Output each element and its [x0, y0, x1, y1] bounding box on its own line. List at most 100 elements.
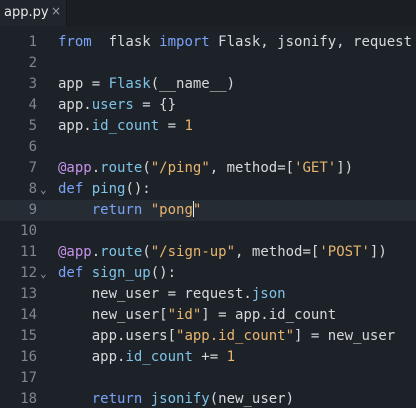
code-line-1[interactable]: 1 from flask import Flask, jsonify, reque… — [0, 32, 416, 53]
code-line-5[interactable]: 5 app.id_count = 1 — [0, 116, 416, 137]
code-line-8[interactable]: 8⌄def ping(): — [0, 179, 416, 200]
code-token: route — [100, 244, 143, 260]
code-token: id_count — [91, 118, 160, 134]
code-text: new_user = request.json — [58, 284, 286, 305]
code-text: app = Flask(__name__) — [58, 74, 235, 95]
code-editor[interactable]: 1 from flask import Flask, jsonify, reque… — [0, 26, 416, 408]
code-line-17[interactable]: 17 — [0, 368, 416, 389]
code-token: , method=[ — [209, 160, 295, 176]
code-token: "/ping" — [150, 160, 210, 176]
code-token: users — [91, 97, 134, 113]
code-token: (new_user) — [209, 391, 295, 407]
code-token: app. — [58, 97, 92, 113]
code-token: 1 — [226, 349, 236, 365]
code-token: app.users[ — [58, 328, 177, 344]
code-token: " — [192, 202, 202, 218]
line-number: 15 — [20, 328, 37, 344]
code-token: = {} — [133, 97, 177, 113]
code-line-2[interactable]: 2 — [0, 53, 416, 74]
code-token: (): — [150, 265, 177, 281]
code-token: jsonify — [150, 391, 210, 407]
code-line-15[interactable]: 15 app.users["app.id_count"] = new_user — [0, 326, 416, 347]
code-token — [58, 202, 92, 218]
code-token: def — [58, 265, 84, 281]
code-line-12[interactable]: 12⌄ def sign_up(): — [0, 263, 416, 284]
code-text: new_user["id"] = app.id_count — [58, 305, 336, 326]
line-number: 17 — [20, 370, 37, 386]
code-token — [83, 181, 91, 197]
code-text: return "pong" — [58, 200, 201, 221]
code-line-13[interactable]: 13 new_user = request.json — [0, 284, 416, 305]
fold-chevron-icon[interactable]: ⌄ — [40, 267, 47, 280]
code-text: def sign_up(): — [58, 263, 176, 284]
code-token: from — [58, 34, 92, 50]
code-text: app.id_count += 1 — [58, 347, 235, 368]
line-number: 11 — [20, 244, 37, 260]
tab-app-py[interactable]: app.py × — [0, 0, 67, 26]
code-token: Flask — [108, 76, 151, 92]
close-icon[interactable]: × — [51, 4, 62, 18]
code-line-4[interactable]: 4 app.users = {} — [0, 95, 416, 116]
code-token: id_count — [125, 349, 193, 365]
code-token: "id" — [167, 307, 202, 323]
tab-bar: app.py × — [0, 0, 416, 26]
line-number: 13 — [20, 286, 37, 302]
code-token: = — [159, 118, 185, 134]
line-number: 1 — [28, 34, 37, 50]
code-token: ] = new_user — [294, 328, 396, 344]
code-token: app = — [58, 76, 109, 92]
code-text: app.users = {} — [58, 95, 176, 116]
code-text: app.id_count = 1 — [58, 116, 193, 137]
line-number: 14 — [20, 307, 37, 323]
code-text: from flask import Flask, jsonify, reques… — [58, 32, 412, 53]
code-token: Flask, jsonify, request — [209, 34, 413, 50]
code-token: @app — [58, 244, 92, 260]
code-line-7[interactable]: 7@app.route("/ping", method=['GET']) — [0, 158, 416, 179]
code-line-6[interactable]: 6 — [0, 137, 416, 158]
code-token — [83, 265, 91, 281]
code-token: json — [251, 286, 286, 302]
code-line-10[interactable]: 10 — [0, 221, 416, 242]
line-number: 10 — [20, 223, 37, 239]
code-token: "pong — [150, 202, 193, 218]
code-token: ]) — [369, 244, 387, 260]
text-cursor — [192, 201, 194, 217]
code-text: def ping(): — [58, 179, 151, 200]
code-token: app. — [58, 118, 92, 134]
line-number: 12 — [20, 265, 37, 281]
code-token — [58, 391, 92, 407]
code-token: ] = app.id_count — [201, 307, 337, 323]
line-number: 18 — [20, 391, 37, 407]
code-token: ( — [142, 160, 151, 176]
fold-chevron-icon[interactable]: ⌄ — [40, 183, 47, 196]
line-number: 5 — [28, 118, 37, 134]
code-token: app. — [58, 349, 126, 365]
code-token: return — [91, 391, 143, 407]
code-token: flask — [91, 34, 160, 50]
code-token: def — [58, 181, 84, 197]
code-line-14[interactable]: 14 new_user["id"] = app.id_count — [0, 305, 416, 326]
line-number: 7 — [28, 160, 37, 176]
line-number: 4 — [28, 97, 37, 113]
code-line-9[interactable]: 9 return "pong" — [0, 200, 416, 221]
code-token: new_user[ — [58, 307, 168, 323]
code-line-16[interactable]: 16 app.id_count += 1 — [0, 347, 416, 368]
code-line-11[interactable]: 11 @app.route("/sign-up", method=['POST']… — [0, 242, 416, 263]
code-text: app.users["app.id_count"] = new_user — [58, 326, 395, 347]
code-line-18[interactable]: 18 return jsonify(new_user) — [0, 389, 416, 408]
code-token: return — [91, 202, 143, 218]
code-token: "app.id_count" — [176, 328, 295, 344]
code-token: , method=[ — [235, 244, 320, 260]
code-token: . — [91, 244, 101, 260]
code-token: import — [159, 34, 210, 50]
code-token: . — [91, 160, 101, 176]
code-token: @app — [58, 160, 92, 176]
code-token: ( — [142, 244, 151, 260]
code-text: @app.route("/sign-up", method=['POST']) — [58, 242, 387, 263]
code-token — [142, 391, 150, 407]
code-token: route — [100, 160, 143, 176]
line-number: 16 — [20, 349, 37, 365]
code-token: += — [192, 349, 227, 365]
code-token: sign_up — [91, 265, 151, 281]
